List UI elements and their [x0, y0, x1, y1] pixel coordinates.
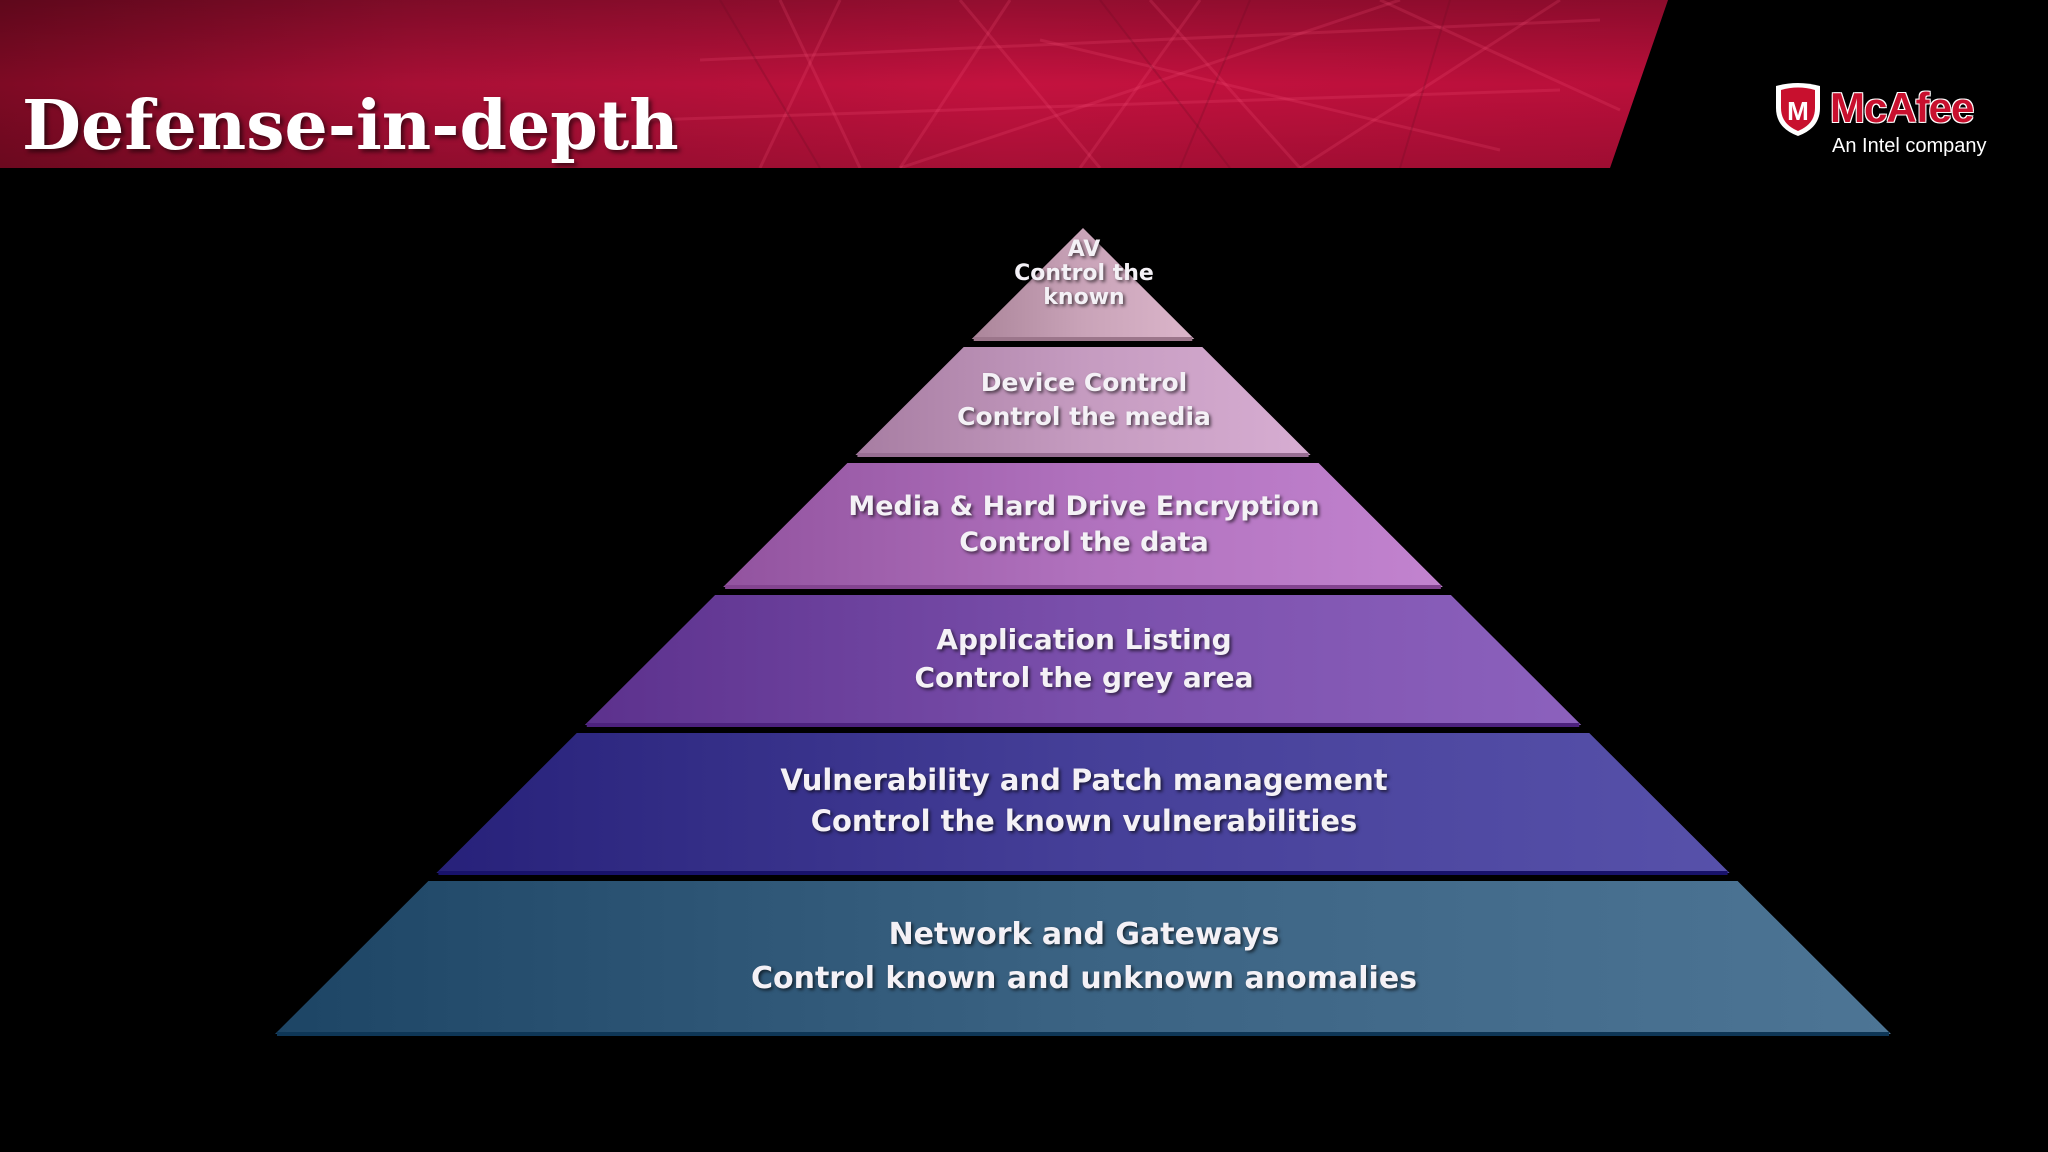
slide-title: Defense-in-depth — [22, 86, 679, 166]
tier-name: Network and Gateways — [888, 917, 1280, 952]
logo-wordmark: McAfee — [1830, 84, 1974, 131]
title-banner — [0, 0, 1668, 168]
tier-name: Device Control — [980, 368, 1188, 397]
svg-text:M: M — [1787, 96, 1809, 126]
pyramid-tier-2 — [855, 347, 1311, 455]
mcafee-logo: M McAfee An Intel company — [1772, 80, 2002, 162]
tier-description: Control the grey area — [914, 661, 1254, 694]
pyramid-tier-6 — [275, 881, 1891, 1034]
pyramid-tier-1 — [971, 228, 1195, 339]
tier-description: Control the known vulnerabilities — [810, 804, 1358, 838]
tier-name: AV — [1067, 237, 1101, 262]
tier-description: Control known and unknown anomalies — [750, 961, 1418, 996]
tier-name: Vulnerability and Patch management — [780, 763, 1388, 797]
tier-description: Control the data — [959, 527, 1209, 558]
tier-description: Control the — [1014, 261, 1154, 286]
pyramid-tier-3 — [723, 463, 1443, 587]
logo-tagline: An Intel company — [1832, 135, 1987, 157]
tier-description: known — [1043, 285, 1125, 310]
pyramid-tier-4 — [584, 595, 1582, 725]
pyramid-tier-5 — [436, 733, 1730, 873]
tier-name: Media & Hard Drive Encryption — [848, 491, 1320, 522]
tier-description: Control the media — [957, 402, 1211, 431]
tier-name: Application Listing — [936, 623, 1232, 656]
mcafee-shield-icon: M — [1776, 83, 1820, 136]
